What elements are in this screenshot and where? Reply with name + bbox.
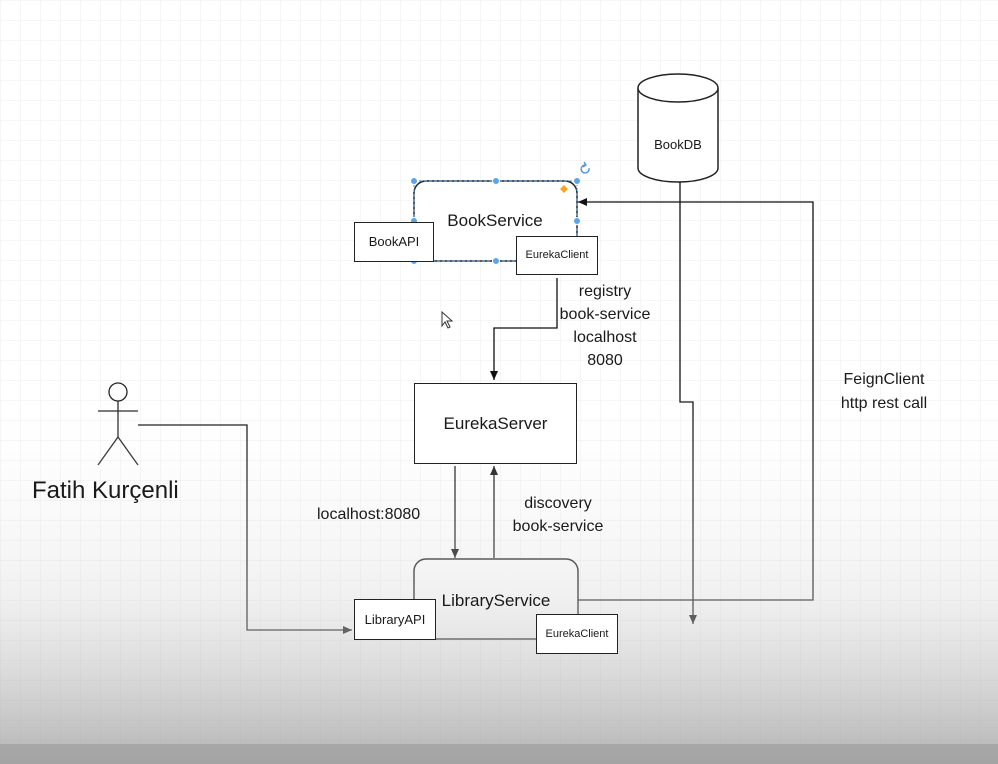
registry-line-4: 8080 (587, 352, 623, 369)
discovery-annotation: discovery book-service (494, 492, 622, 538)
registry-connector (490, 278, 558, 380)
bookdb-label: BookDB (654, 137, 702, 152)
libraryapi-box[interactable]: LibraryAPI (354, 599, 436, 640)
localhost-annotation: localhost:8080 (317, 506, 421, 523)
registry-line-2: book-service (559, 306, 651, 323)
book-eurekaclient-box[interactable]: EurekaClient (516, 236, 598, 275)
feign-line-2: http rest call (840, 395, 928, 412)
feign-line-1: FeignClient (843, 371, 925, 388)
rounding-handle[interactable] (560, 185, 568, 193)
book-eurekaclient-label: EurekaClient (525, 249, 589, 261)
bookservice-label: BookService (447, 211, 543, 230)
discovery-line-2: book-service (512, 518, 604, 535)
bookapi-label: BookAPI (368, 234, 420, 249)
rotate-handle-icon[interactable] (580, 161, 590, 174)
registry-line-1: registry (578, 283, 632, 300)
eurekaserver-box[interactable]: EurekaServer (414, 383, 577, 464)
bookapi-box[interactable]: BookAPI (354, 222, 434, 262)
libraryservice-label: LibraryService (441, 591, 551, 610)
library-eurekaclient-box[interactable]: EurekaClient (536, 614, 618, 654)
cursor-icon (441, 310, 454, 329)
actor-name: Fatih Kurçenli (32, 477, 179, 504)
registry-line-3: localhost (573, 329, 637, 346)
discovery-line-1: discovery (524, 495, 592, 512)
libraryapi-label: LibraryAPI (364, 612, 426, 627)
bookdb-cylinder[interactable] (637, 73, 719, 183)
eurekaserver-label: EurekaServer (443, 414, 548, 433)
library-eurekaclient-label: EurekaClient (545, 628, 609, 640)
feign-annotation: FeignClient http rest call (822, 368, 946, 416)
registry-annotation: registry book-service localhost 8080 (556, 280, 654, 372)
